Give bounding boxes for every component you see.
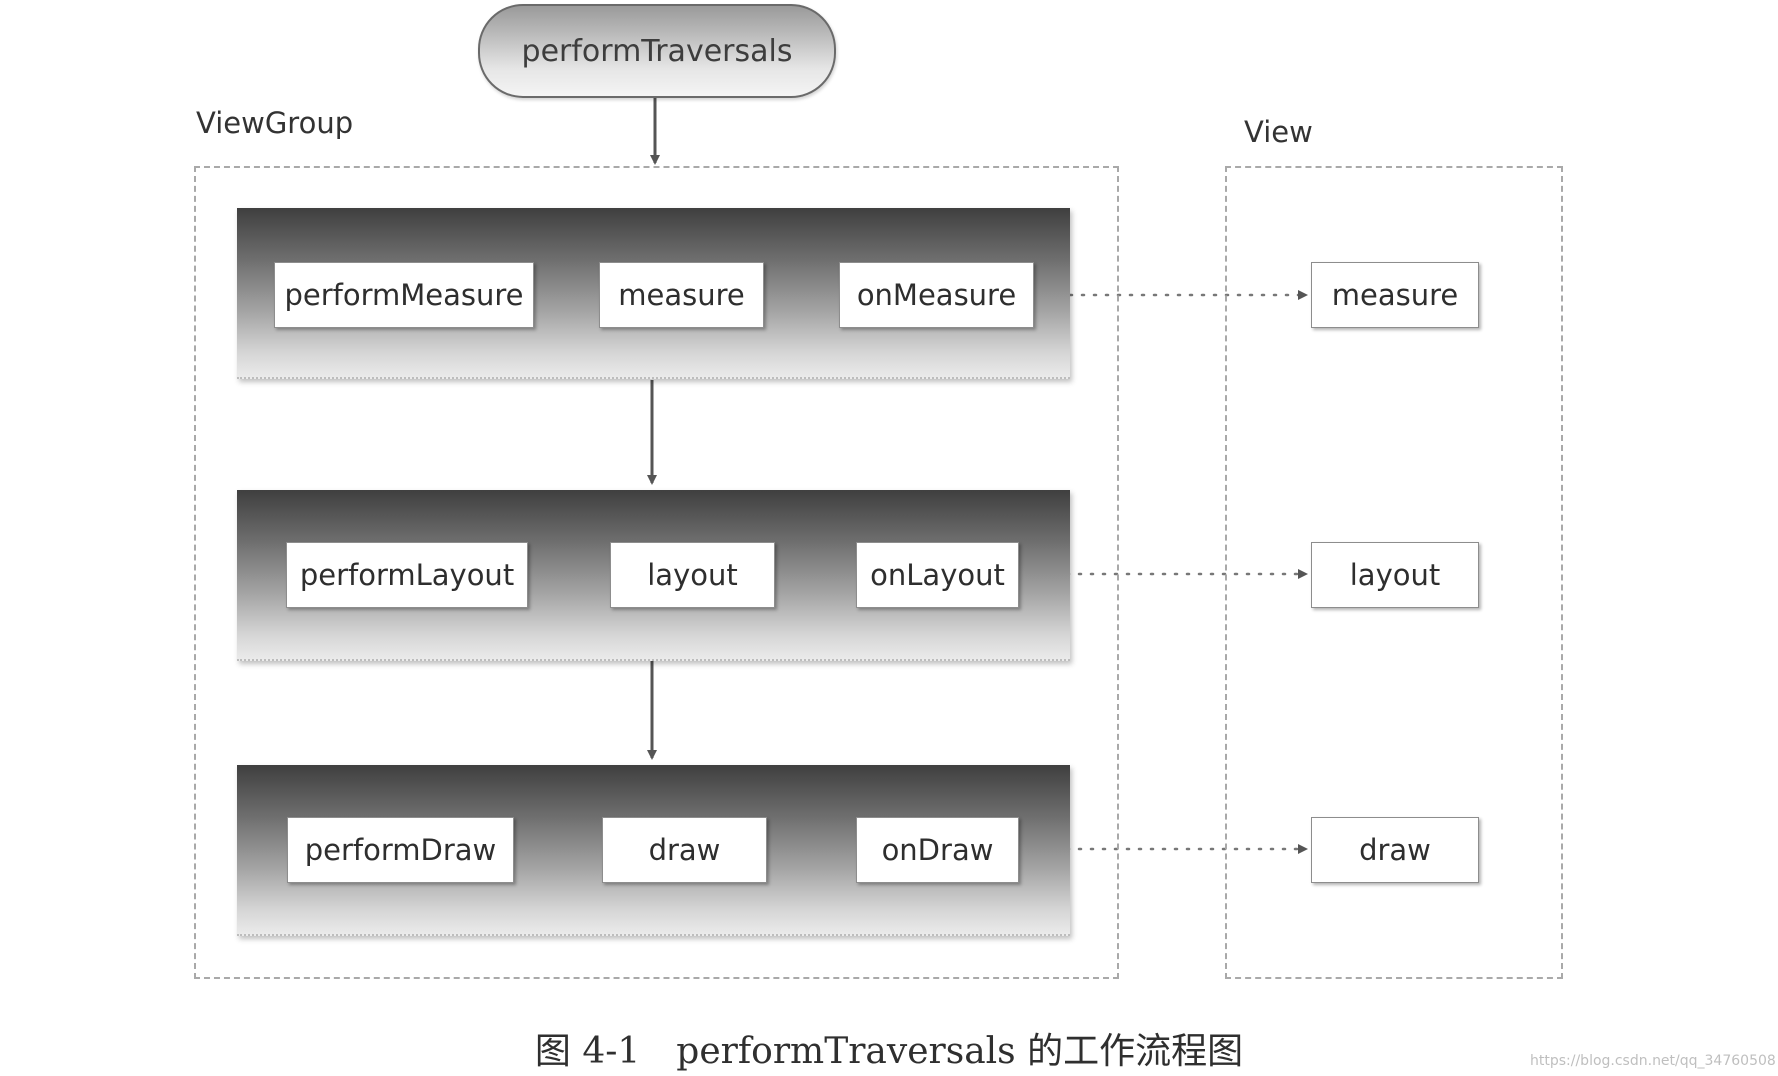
view-draw-node: draw (1311, 817, 1479, 883)
viewgroup-layout-label: layout (647, 558, 738, 592)
on-layout-label: onLayout (870, 558, 1005, 592)
view-label: View (1244, 115, 1313, 149)
perform-layout-node: performLayout (286, 542, 528, 608)
perform-measure-node: performMeasure (274, 262, 534, 328)
watermark: https://blog.csdn.net/qq_34760508 (1530, 1053, 1776, 1069)
view-measure-node: measure (1311, 262, 1479, 328)
view-measure-label: measure (1331, 278, 1459, 312)
perform-measure-label: performMeasure (284, 278, 524, 312)
perform-layout-label: performLayout (299, 558, 515, 592)
perform-draw-node: performDraw (287, 817, 514, 883)
viewgroup-label: ViewGroup (196, 106, 354, 140)
on-draw-label: onDraw (881, 833, 994, 867)
on-measure-node: onMeasure (839, 262, 1034, 328)
viewgroup-measure-label: measure (618, 278, 745, 312)
viewgroup-frame (194, 166, 1119, 979)
on-measure-label: onMeasure (856, 278, 1017, 312)
perform-draw-label: performDraw (304, 833, 497, 867)
view-layout-node: layout (1311, 542, 1479, 608)
viewgroup-draw-label: draw (648, 833, 721, 867)
on-draw-node: onDraw (856, 817, 1019, 883)
view-frame (1225, 166, 1563, 979)
perform-traversals-label: performTraversals (521, 33, 793, 69)
on-layout-node: onLayout (856, 542, 1019, 608)
perform-traversals-node: performTraversals (478, 4, 836, 98)
figure-caption: 图 4-1 performTraversals 的工作流程图 (534, 1031, 1244, 1072)
viewgroup-draw-node: draw (602, 817, 767, 883)
view-layout-label: layout (1349, 558, 1441, 592)
viewgroup-measure-node: measure (599, 262, 764, 328)
view-draw-label: draw (1359, 833, 1431, 867)
viewgroup-layout-node: layout (610, 542, 775, 608)
